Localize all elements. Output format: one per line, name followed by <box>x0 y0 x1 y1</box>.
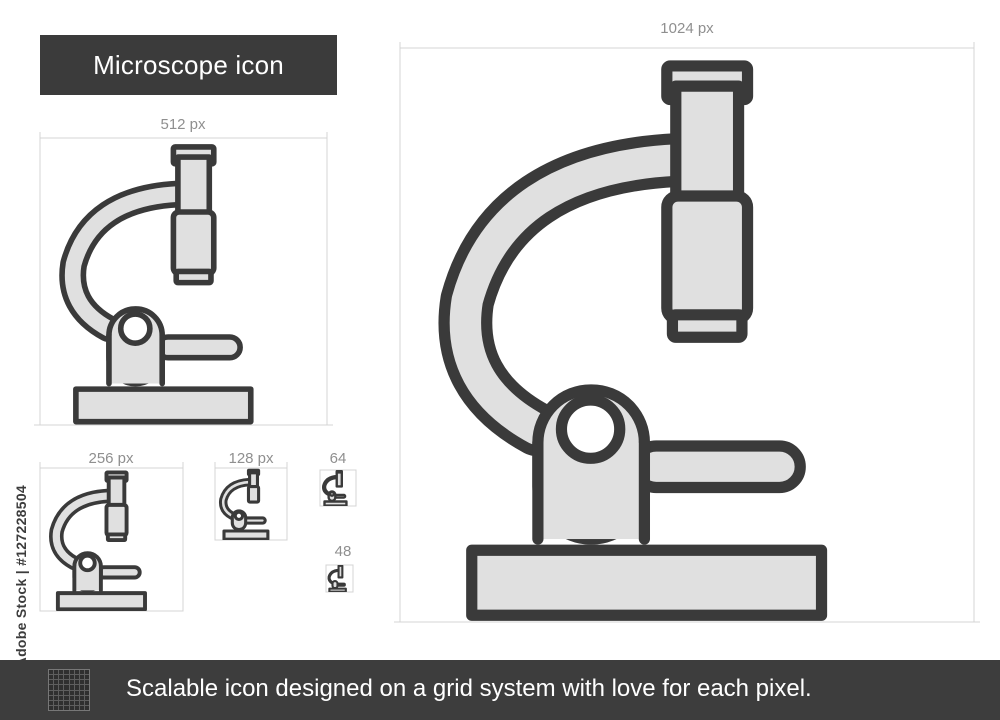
stock-id-label: Adobe Stock | #127228504 <box>13 485 29 668</box>
microscope-icon-256 <box>49 470 147 611</box>
microscope-icon-1024 <box>438 60 828 621</box>
microscope-icon-48 <box>327 565 347 592</box>
size-label-256: 256 px <box>88 450 134 467</box>
size-label-64: 64 <box>329 450 347 467</box>
page-title: Microscope icon <box>40 35 337 95</box>
footer-tagline: Scalable icon designed on a grid system … <box>126 675 812 702</box>
grid-icon <box>48 669 90 711</box>
microscope-icon-512 <box>59 144 254 425</box>
microscope-icon-64 <box>321 470 348 506</box>
microscope-icon-128 <box>218 468 270 540</box>
size-label-1024: 1024 px <box>660 20 714 37</box>
size-label-128: 128 px <box>228 450 274 467</box>
size-label-512: 512 px <box>160 116 206 133</box>
size-label-48: 48 <box>334 543 352 560</box>
footer-bar: Scalable icon designed on a grid system … <box>0 660 1000 720</box>
